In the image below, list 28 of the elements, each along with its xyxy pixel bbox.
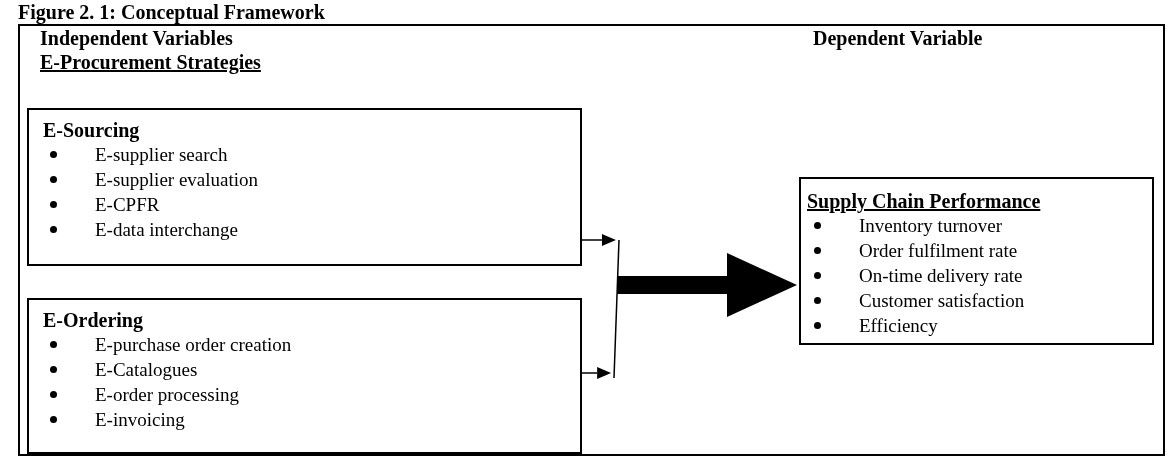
list-item: Inventory turnover	[859, 213, 1002, 238]
arrow	[579, 367, 612, 379]
list-item: Efficiency	[859, 313, 938, 338]
list-item: E-supplier search	[95, 142, 228, 167]
list-item: E-invoicing	[95, 407, 185, 432]
list-item: E-data interchange	[95, 217, 238, 242]
variable-box	[27, 108, 582, 266]
variable-box	[27, 298, 582, 454]
section-heading: E-Procurement Strategies	[40, 51, 261, 73]
list-item: E-supplier evaluation	[95, 167, 259, 192]
junction-line	[610, 238, 622, 380]
list-item: E-CPFR	[95, 192, 160, 217]
section-heading: Independent Variables	[40, 27, 233, 49]
box-heading: E-Sourcing	[43, 118, 140, 142]
thick-arrow	[617, 253, 797, 317]
figure-title: Figure 2. 1: Conceptual Framework	[18, 1, 325, 23]
framework-frame	[18, 24, 1165, 456]
variable-box	[799, 177, 1154, 345]
list-item: On-time delivery rate	[859, 263, 1023, 288]
section-heading: Dependent Variable	[813, 27, 983, 49]
arrow	[579, 234, 616, 246]
list-item: Order fulfilment rate	[859, 238, 1018, 263]
box-heading: E-Ordering	[43, 308, 143, 332]
list-item: E-purchase order creation	[95, 332, 292, 357]
list-item: E-order processing	[95, 382, 240, 407]
list-item: E-Catalogues	[95, 357, 198, 382]
box-heading: Supply Chain Performance	[807, 189, 1041, 213]
list-item: Customer satisfaction	[859, 288, 1025, 313]
